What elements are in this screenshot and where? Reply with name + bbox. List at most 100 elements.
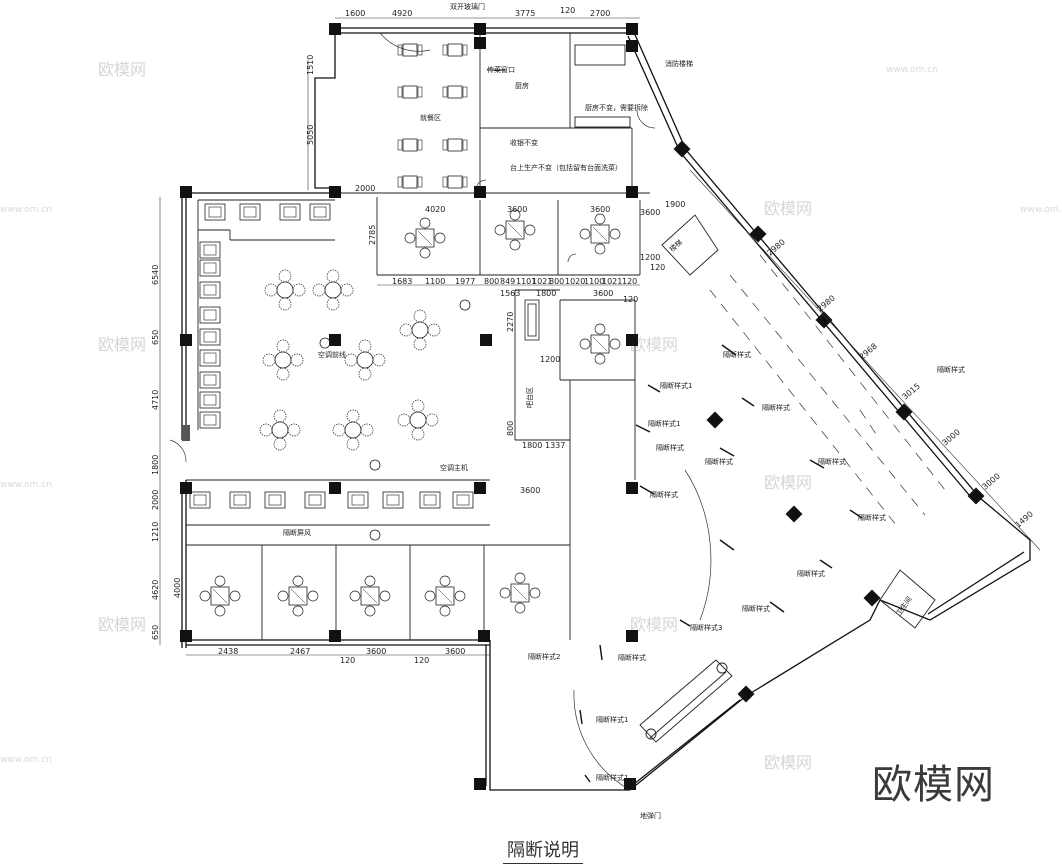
dim-room-3: 3600 [590, 205, 610, 214]
dim-left-3: 2000 [355, 184, 375, 193]
dim-rb-3: 1977 [455, 277, 475, 286]
label-screen-area: 隔断屏风 [283, 528, 311, 537]
dim-left-12: 650 [151, 625, 160, 640]
watermark-url: www.om.cn [0, 205, 52, 215]
label-partition: 隔断样式1 [596, 773, 628, 782]
dimension-lines [159, 17, 1041, 656]
dim-right-1: 3600 [640, 208, 660, 217]
dim-room-2: 3600 [507, 205, 527, 214]
service-rooms [574, 44, 936, 629]
label-fire-door: 消防楼梯 [665, 59, 693, 68]
dim-room-1: 4020 [425, 205, 445, 214]
room-labels: 双开玻璃门 就餐区 传菜窗口 厨房 厨房不变，需要拆除 消防楼梯 收银不变 台上… [283, 2, 965, 820]
dim-rb-8: 800 [549, 277, 564, 286]
dim-rb-4: 800 [484, 277, 499, 286]
dim-diag-7: 1490 [1014, 510, 1035, 530]
watermark-text: 欧模网 [764, 753, 812, 772]
dim-left-6: 4710 [151, 390, 160, 410]
dim-right-3: 1900 [665, 200, 685, 209]
dim-rb-5: 849 [500, 277, 515, 286]
label-service-desk: 吧台区 [525, 387, 534, 408]
dim-rb-1: 1683 [392, 277, 412, 286]
dim-mid-5: 120 [623, 295, 638, 304]
brand-logo: 欧模网 [872, 762, 995, 808]
label-kitchen: 厨房 [515, 81, 529, 90]
label-kitchen-note: 厨房不变，需要拆除 [585, 103, 648, 112]
watermark-url: www.om.cn [0, 480, 52, 490]
dim-diag-2: 2980 [816, 294, 837, 314]
label-partition: 隔断样式 [618, 653, 646, 662]
watermark-url: www.om.cn [0, 755, 52, 765]
dim-bottom-4: 3600 [366, 647, 386, 656]
columns [180, 23, 985, 790]
dim-rb-7: 1021 [532, 277, 552, 286]
watermark-text: 欧模网 [98, 335, 146, 354]
dim-bottom-5: 120 [414, 656, 429, 665]
dim-left-9: 1210 [151, 522, 160, 542]
label-partition: 隔断样式1 [648, 419, 680, 428]
label-partition: 隔断样式 [797, 569, 825, 578]
label-partition: 隔断样式 [818, 457, 846, 466]
dim-ml-3: 1337 [545, 441, 565, 450]
label-partition: 隔断样式 [742, 604, 770, 613]
dim-mid-3: 2270 [506, 312, 515, 332]
dim-diag-1: 2980 [766, 238, 787, 258]
dim-rb-2: 1100 [425, 277, 445, 286]
label-partition: 隔断样式 [937, 365, 965, 374]
dim-diag-6: 3000 [981, 472, 1002, 492]
label-partition: 隔断样式1 [660, 381, 692, 390]
round-tables [259, 269, 441, 451]
dim-left-4: 6540 [151, 265, 160, 285]
page-caption: 隔断说明 [503, 836, 583, 864]
dim-ml-4: 3600 [520, 486, 540, 495]
dashed-partitions [709, 254, 946, 531]
dim-rb-12: 120 [622, 277, 637, 286]
label-stair: 楼梯 [668, 238, 685, 254]
dim-left-5: 650 [151, 330, 160, 345]
dim-diag-4: 3015 [901, 382, 922, 402]
watermark-url: www.om.cn [1020, 205, 1062, 215]
dim-left-2: 5050 [306, 125, 315, 145]
dim-ml-2: 1800 [522, 441, 542, 450]
label-counter-note-2: 台上生产不变（包括留有台面洗菜） [510, 163, 622, 172]
label-ac: 空调主机 [440, 463, 468, 472]
watermark-layer: 欧模网 www.om.cn www.om.cn 欧模网 www.om.cn 欧模… [0, 60, 1062, 772]
label-partition-call: 空调前线 [318, 350, 346, 359]
dim-diag-3: 2968 [858, 342, 879, 362]
label-partition: 隔断样式1 [596, 715, 628, 724]
label-partition: 隔断样式3 [690, 623, 722, 632]
watermark-text: 欧模网 [764, 199, 812, 218]
entrance-bridge [639, 659, 733, 743]
dim-left-8: 2000 [151, 490, 160, 510]
label-dining: 就餐区 [420, 113, 441, 122]
section-markers [319, 299, 471, 541]
dim-bottom-6: 3600 [445, 647, 465, 656]
dim-top-3: 3775 [515, 9, 535, 18]
dim-left-10: 4620 [151, 580, 160, 600]
dim-top-4: 2700 [590, 9, 610, 18]
dim-rb-9: 1020 [565, 277, 585, 286]
watermark-text: 欧模网 [630, 615, 678, 634]
label-toilet: 卫生间 [894, 595, 913, 617]
label-partition: 隔断样式 [656, 443, 684, 452]
dim-mid-4: 3600 [593, 289, 613, 298]
label-partition: 隔断样式 [650, 490, 678, 499]
dim-room-4: 2785 [368, 225, 377, 245]
watermark-url: www.om.cn [886, 65, 938, 75]
partitions [186, 33, 650, 640]
dim-left-11: 4000 [173, 578, 182, 598]
dim-rb-11: 1021 [602, 277, 622, 286]
label-partition: 隔断样式2 [528, 652, 560, 661]
dim-mid-1: 1563 [500, 289, 520, 298]
label-entry-door: 地弹门 [640, 811, 661, 820]
watermark-text: 欧模网 [764, 473, 812, 492]
label-counter-note: 收银不变 [510, 138, 538, 147]
dim-top-small: 120 [560, 6, 575, 15]
dim-right-2: 1200 [640, 253, 660, 262]
dim-rb-10: 1100 [584, 277, 604, 286]
dim-diag-5: 3000 [941, 428, 962, 448]
dim-left-1: 1510 [306, 55, 315, 75]
dim-bottom-3: 120 [340, 656, 355, 665]
watermark-text: 欧模网 [98, 615, 146, 634]
